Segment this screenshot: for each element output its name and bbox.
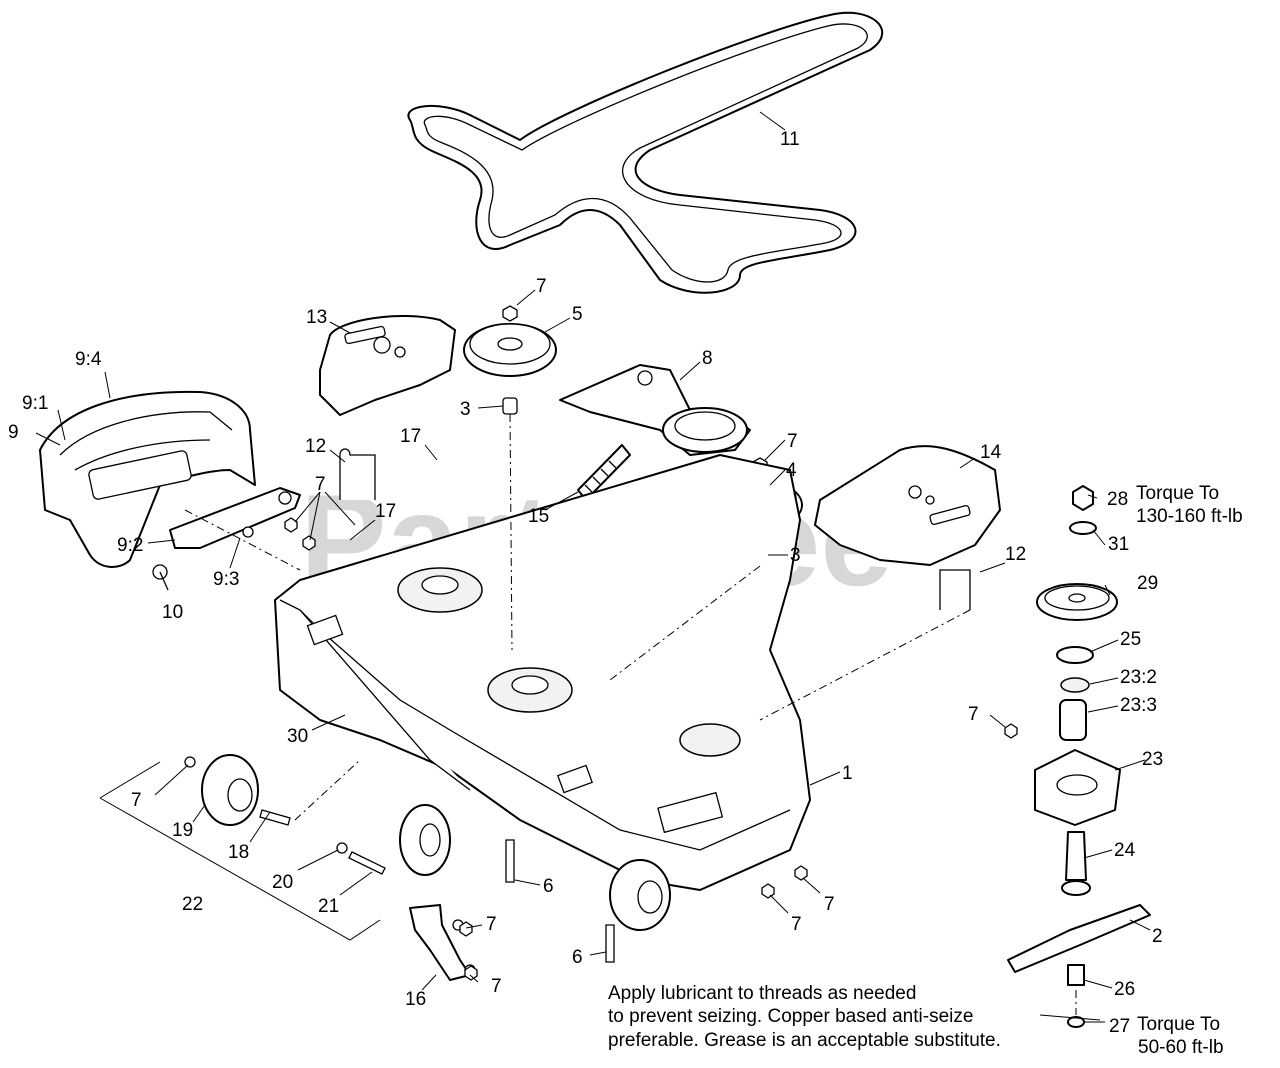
callout-7: 7 — [791, 914, 802, 935]
callout-10: 10 — [162, 602, 183, 623]
callout-17: 17 — [400, 426, 421, 447]
callout-9-4: 9:4 — [75, 349, 102, 370]
callout-29: 29 — [1137, 573, 1158, 594]
lubricant-line3: preferable. Grease is an acceptable subs… — [608, 1030, 1001, 1051]
torque-bottom-line2: 50-60 ft-lb — [1138, 1037, 1224, 1058]
callout-17: 17 — [375, 501, 396, 522]
callout-12: 12 — [1005, 544, 1026, 565]
callout-1: 1 — [842, 763, 853, 784]
callout-9-2: 9:2 — [117, 535, 143, 556]
callout-9-3: 9:3 — [213, 569, 239, 590]
deck-lift-arm-16 — [409, 904, 476, 981]
lubricant-note: Apply lubricant to threads as needed to … — [608, 983, 1001, 1051]
callout-16: 16 — [405, 989, 426, 1010]
callout-13: 13 — [306, 307, 327, 328]
callout-4: 4 — [786, 460, 797, 481]
top-belt-cover-13 — [319, 314, 456, 416]
torque-top-line2: 130-160 ft-lb — [1136, 506, 1243, 527]
callout-27: 27 — [1109, 1016, 1130, 1037]
callout-28: 28 — [1107, 489, 1128, 510]
callout-9-1: 9:1 — [22, 393, 48, 414]
callout-26: 26 — [1114, 979, 1135, 1000]
callout-23-3: 23:3 — [1120, 695, 1157, 716]
callout-7: 7 — [968, 704, 979, 725]
callout-23-2: 23:2 — [1120, 667, 1157, 688]
callout-25: 25 — [1120, 629, 1141, 650]
callout-7: 7 — [787, 431, 798, 452]
callout-7: 7 — [486, 914, 497, 935]
callout-7: 7 — [315, 474, 326, 495]
callout-14: 14 — [980, 442, 1002, 463]
torque-bottom-line1: Torque To — [1137, 1014, 1220, 1035]
callout-6: 6 — [572, 947, 583, 968]
lubricant-line2: to prevent seizing. Copper based anti-se… — [608, 1006, 973, 1027]
right-belt-cover-14 — [814, 445, 1001, 566]
callout-2: 2 — [1152, 926, 1163, 947]
callout-3: 3 — [460, 399, 471, 420]
leader-lines — [35, 111, 1151, 1023]
callout-6: 6 — [543, 876, 554, 897]
callout-7: 7 — [491, 976, 502, 997]
callout-15: 15 — [528, 506, 549, 527]
bolts-6 — [505, 839, 615, 963]
callout-5: 5 — [572, 304, 583, 325]
callout-7: 7 — [536, 276, 547, 297]
callout-20: 20 — [272, 872, 293, 893]
assembly-centerlines — [184, 413, 971, 821]
left-belt-cover — [39, 390, 256, 568]
callout-labels: 11 7 5 13 8 3 9:4 9:1 9 12 17 7 17 15 7 … — [8, 129, 1163, 1037]
gauge-wheel-19 — [184, 754, 291, 826]
drive-belt — [407, 11, 884, 294]
callout-18: 18 — [228, 842, 249, 863]
callout-21: 21 — [318, 896, 339, 917]
callout-7: 7 — [824, 894, 835, 915]
callout-3: 3 — [790, 545, 801, 566]
callout-7: 7 — [131, 790, 142, 811]
torque-top-line1: Torque To — [1136, 483, 1219, 504]
bolt-21 — [336, 842, 386, 875]
callout-8: 8 — [702, 348, 713, 369]
lubricant-line1: Apply lubricant to threads as needed — [608, 983, 916, 1004]
gauge-wheel-kit-outline-22 — [99, 761, 381, 941]
spindle-assembly — [1004, 485, 1151, 1028]
front-caster-wheels — [399, 804, 671, 931]
cover-hinge-bracket — [152, 487, 301, 591]
callout-11: 11 — [780, 129, 800, 150]
callout-30: 30 — [287, 726, 308, 747]
callout-31: 31 — [1108, 534, 1129, 555]
u-bolts-12 — [339, 448, 971, 610]
torque-note-bottom: Torque To 50-60 ft-lb — [1137, 1014, 1224, 1058]
torque-note-top: Torque To 130-160 ft-lb — [1136, 483, 1243, 527]
hex-nuts-7 — [284, 517, 808, 981]
idler-pulley-5 — [463, 305, 557, 415]
callout-9: 9 — [8, 422, 19, 443]
callout-19: 19 — [172, 820, 193, 841]
callout-23: 23 — [1142, 749, 1163, 770]
mower-deck-housing-1 — [274, 454, 811, 891]
callout-22: 22 — [182, 894, 203, 915]
idler-arm-8 — [559, 364, 751, 456]
callout-24: 24 — [1114, 840, 1136, 861]
callout-12: 12 — [305, 436, 326, 457]
